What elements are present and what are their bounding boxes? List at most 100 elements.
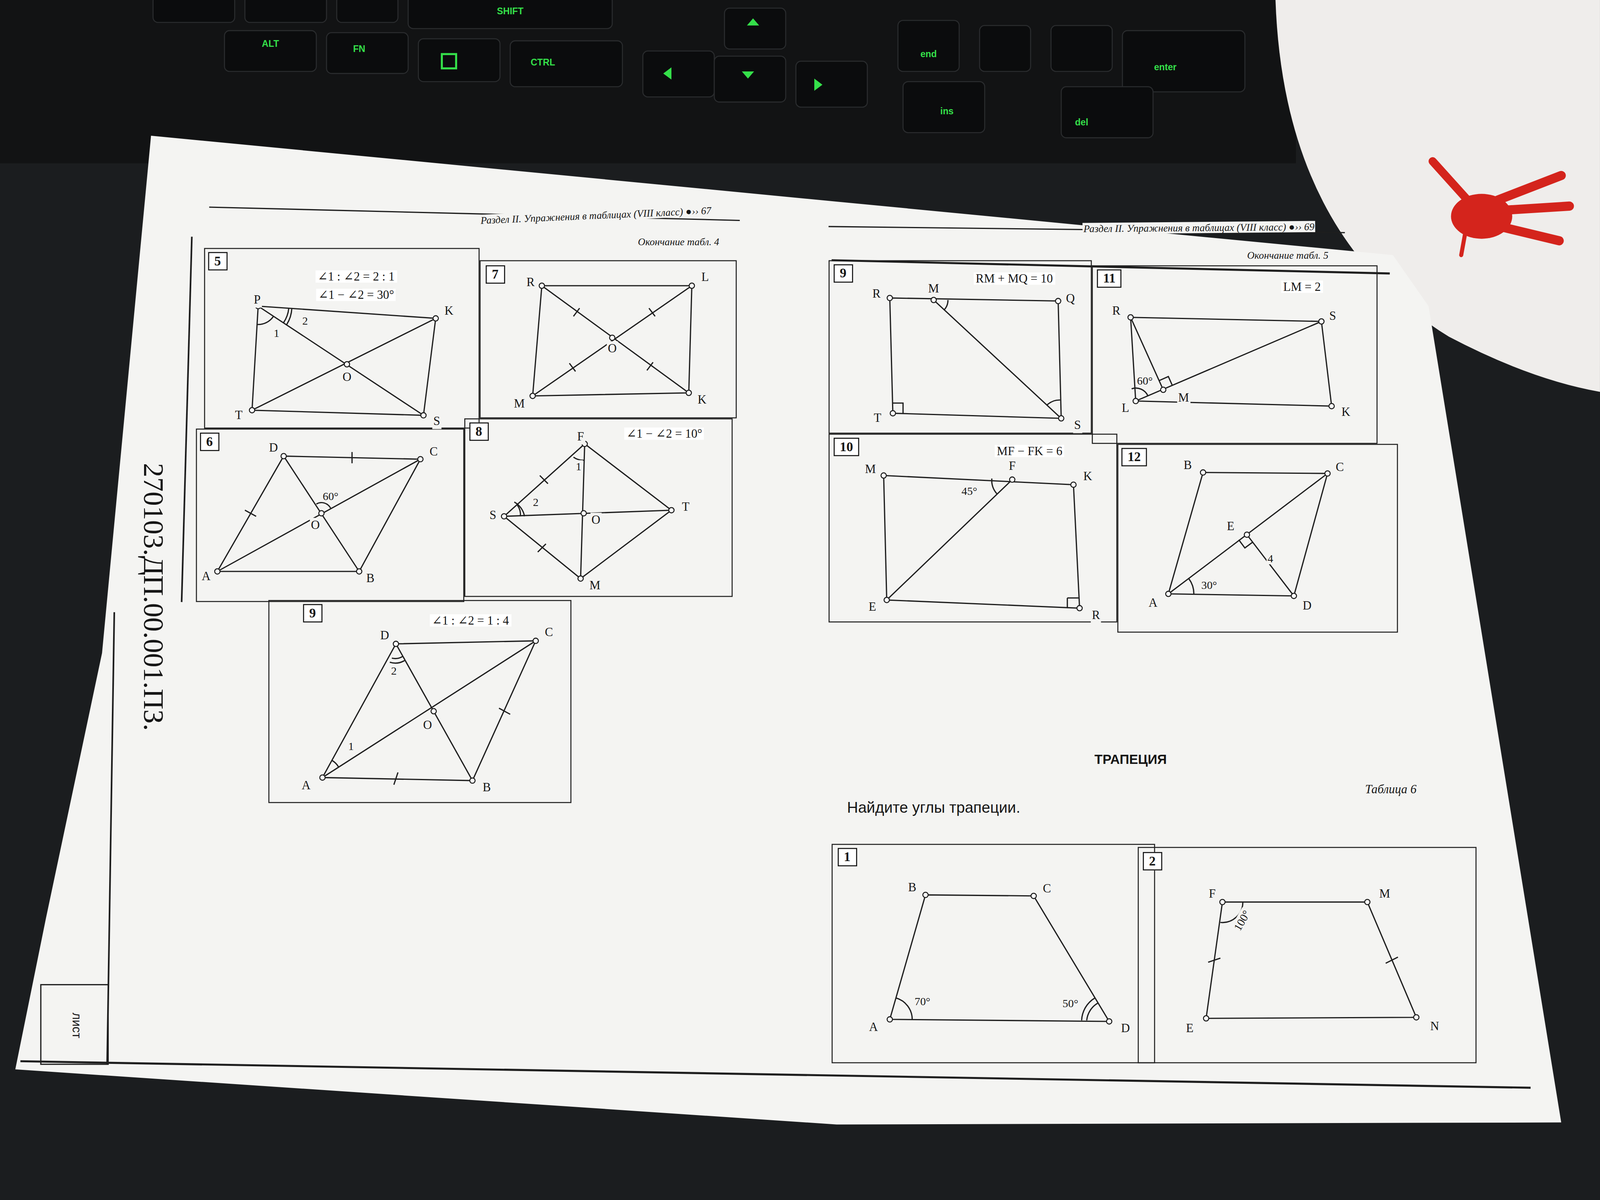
page-header: Окончание табл. 4 (636, 236, 721, 248)
vertex-label: S (432, 413, 441, 430)
problem-cell: 6 (196, 428, 465, 602)
vertex-label: B (481, 780, 493, 796)
vertex-label: F (576, 428, 585, 445)
vertex-label: E (1225, 519, 1236, 535)
vertex-label: M (1378, 886, 1392, 902)
angle-label: 2 (301, 314, 309, 327)
vertex-label: T (680, 499, 691, 516)
vertex-label: D (379, 628, 391, 644)
angle-label: 4 (1266, 551, 1275, 565)
key-label: end (919, 48, 938, 60)
cell-number: 9 (833, 264, 853, 283)
table-number: Таблица 6 (1363, 782, 1418, 798)
problem-cell: 8 ∠1 − ∠2 = 10° (464, 418, 733, 597)
cell-number: 2 (1142, 851, 1162, 871)
angle-label: 2 (531, 496, 540, 509)
vertex-label: O (309, 517, 321, 534)
key-label: enter (1153, 62, 1178, 73)
angle-condition: LM = 2 (1281, 280, 1324, 293)
stamp-code: 270103.ДП.00.001.ПЗ. (136, 461, 170, 732)
problem-cell: 9 ∠1 : ∠2 = 1 : 4 (268, 600, 572, 804)
vertex-label: Q (1065, 291, 1076, 307)
angle-label: 60° (321, 489, 340, 502)
vertex-label: O (341, 369, 353, 386)
angle-label: 1 (347, 739, 355, 752)
cell-number: 8 (469, 422, 489, 442)
angle-label: 1 (574, 460, 583, 473)
vertex-label: P (252, 292, 262, 308)
angle-label: 50° (1061, 996, 1080, 1010)
vertex-label: M (513, 396, 527, 412)
vertex-label: R (1090, 607, 1102, 624)
vertex-label: M (927, 280, 941, 297)
vertex-label: S (488, 507, 498, 524)
key-label: ALT (260, 38, 280, 50)
vertex-label: K (1082, 469, 1093, 485)
problem-cell: 11 LM = 2 (1091, 265, 1378, 445)
vertex-label: B (1182, 457, 1193, 474)
vertex-label: O (422, 717, 433, 734)
vertex-label: M (1177, 390, 1191, 406)
cell-number: 12 (1121, 448, 1147, 467)
vertex-label: D (267, 440, 279, 456)
angle-condition: ∠1 : ∠2 = 1 : 4 (429, 614, 512, 627)
vertex-label: L (1120, 400, 1131, 416)
page-header: Окончание табл. 5 (1246, 249, 1330, 261)
vertex-label: T (872, 410, 883, 427)
angle-condition: ∠1 − ∠2 = 30° (316, 288, 397, 302)
vertex-label: A (200, 569, 212, 585)
vertex-label: F (1207, 886, 1217, 902)
angle-label: 2 (390, 664, 398, 677)
vertex-label: C (1334, 459, 1345, 475)
angle-condition: MF − FK = 6 (994, 444, 1065, 458)
cell-number: 10 (833, 437, 860, 457)
vertex-label: E (1184, 1021, 1195, 1037)
key-label: FN (351, 44, 367, 55)
key-label: del (1073, 117, 1090, 128)
vertex-label: L (700, 269, 710, 286)
vertex-label: D (1120, 1021, 1131, 1037)
vertex-label: A (300, 778, 312, 794)
vertex-label: D (1301, 598, 1313, 614)
angle-condition: ∠1 − ∠2 = 10° (624, 427, 705, 440)
task-text: Найдите углы трапеции. (846, 798, 1022, 816)
angle-label: 30° (1200, 578, 1219, 591)
vertex-label: O (606, 341, 618, 357)
vertex-label: R (1111, 303, 1122, 320)
vertex-label: C (1041, 880, 1052, 897)
vertex-label: F (1007, 458, 1017, 475)
vertex-label: M (588, 578, 602, 594)
vertex-label: S (1328, 308, 1337, 325)
angle-condition: ∠1 : ∠2 = 2 : 1 (315, 270, 397, 283)
vertex-label: N (1429, 1019, 1441, 1035)
vertex-label: B (907, 880, 918, 896)
vertex-label: E (867, 599, 878, 616)
section-title: ТРАПЕЦИЯ (1093, 751, 1168, 768)
cell-number: 1 (837, 848, 857, 867)
key-label: SHIFT (496, 5, 525, 17)
vertex-label: A (1147, 595, 1159, 611)
key-label: CTRL (529, 57, 557, 68)
vertex-label: K (443, 303, 455, 320)
problem-cell: 12 (1117, 444, 1399, 633)
key-label: ins (939, 105, 955, 117)
cell-number: 11 (1096, 269, 1122, 289)
angle-label: 70° (913, 994, 932, 1008)
vertex-label: R (525, 275, 536, 291)
angle-label: 45° (960, 484, 979, 497)
angle-condition: RM + MQ = 10 (973, 272, 1056, 285)
cell-number: 9 (303, 603, 323, 623)
vertex-label: T (234, 407, 244, 424)
vertex-label: S (1073, 417, 1082, 434)
cell-number: 7 (485, 265, 505, 285)
angle-label: 60° (1136, 374, 1154, 387)
page-header: Раздел II. Упражнения в таблицах (VIII к… (1082, 221, 1316, 235)
angle-label: 1 (272, 326, 281, 339)
stamp-sheet: лист (69, 1011, 84, 1040)
problem-cell: 5 ∠1 : ∠2 = 2 : 1 ∠1 − ∠2 = 30° (203, 248, 480, 429)
vertex-label: C (544, 625, 555, 641)
cell-number: 5 (208, 251, 228, 271)
cell-number: 6 (200, 432, 220, 452)
problem-cell: 1 (831, 844, 1156, 1064)
